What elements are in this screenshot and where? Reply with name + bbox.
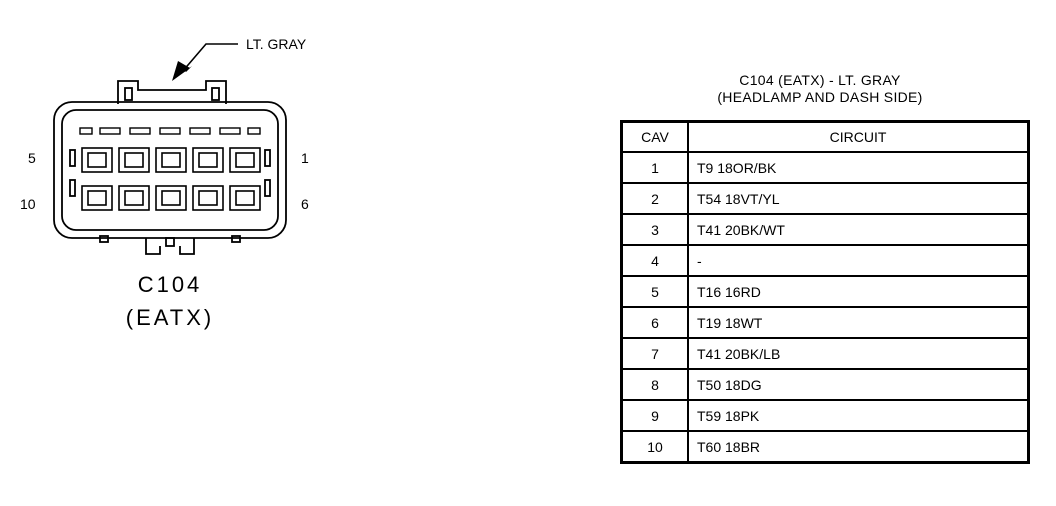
pin-label-top-right: 1: [301, 150, 309, 166]
pin-label-bottom-left: 10: [20, 196, 36, 212]
cavity-3: [155, 147, 187, 173]
connector-diagram: LT. GRAY: [20, 36, 309, 330]
top-slot-row: [79, 127, 261, 135]
circuit-cell: T41 20BK/WT: [687, 213, 1030, 246]
cavity-5: [81, 147, 113, 173]
cav-cell: 4: [620, 244, 689, 277]
table-header-row: CAV CIRCUIT: [620, 120, 1030, 153]
circuit-cell: T50 18DG: [687, 368, 1030, 401]
color-callout-leader: [181, 43, 238, 73]
circuit-cell: T9 18OR/BK: [687, 151, 1030, 184]
cav-cell: 10: [620, 430, 689, 464]
table-title-line1: C104 (EATX) - LT. GRAY: [739, 72, 901, 88]
color-callout-label: LT. GRAY: [246, 36, 307, 52]
cav-cell: 3: [620, 213, 689, 246]
cavity-4: [118, 147, 150, 173]
cav-cell: 1: [620, 151, 689, 184]
circuit-cell: T16 16RD: [687, 275, 1030, 308]
header-cav: CAV: [620, 120, 689, 153]
circuit-cell: T60 18BR: [687, 430, 1030, 464]
cav-cell: 7: [620, 337, 689, 370]
circuit-cell: T41 20BK/LB: [687, 337, 1030, 370]
circuit-cell: -: [687, 244, 1030, 277]
cavity-6: [229, 185, 261, 211]
cavity-1: [229, 147, 261, 173]
table-title: C104 (EATX) - LT. GRAY (HEADLAMP AND DAS…: [620, 72, 1020, 106]
cavity-grid: [81, 147, 261, 211]
circuit-cell: T59 18PK: [687, 399, 1030, 432]
cavity-2: [192, 147, 224, 173]
circuit-cell: T19 18WT: [687, 306, 1030, 339]
cavity-10: [81, 185, 113, 211]
cavity-9: [118, 185, 150, 211]
connector-subname: (EATX): [126, 305, 214, 330]
cav-cell: 8: [620, 368, 689, 401]
table-row: 4-: [620, 244, 1030, 277]
pin-label-top-left: 5: [28, 150, 36, 166]
cav-cell: 5: [620, 275, 689, 308]
cav-cell: 9: [620, 399, 689, 432]
cavity-8: [155, 185, 187, 211]
connector-body: [53, 80, 287, 255]
cavity-7: [192, 185, 224, 211]
callout-arrow-head: [172, 61, 190, 81]
table-title-line2: (HEADLAMP AND DASH SIDE): [717, 89, 923, 105]
cav-cell: 6: [620, 306, 689, 339]
connector-name: C104: [138, 272, 203, 297]
header-circuit: CIRCUIT: [687, 120, 1030, 153]
circuit-cell: T54 18VT/YL: [687, 182, 1030, 215]
cav-cell: 2: [620, 182, 689, 215]
pin-label-bottom-right: 6: [301, 196, 309, 212]
